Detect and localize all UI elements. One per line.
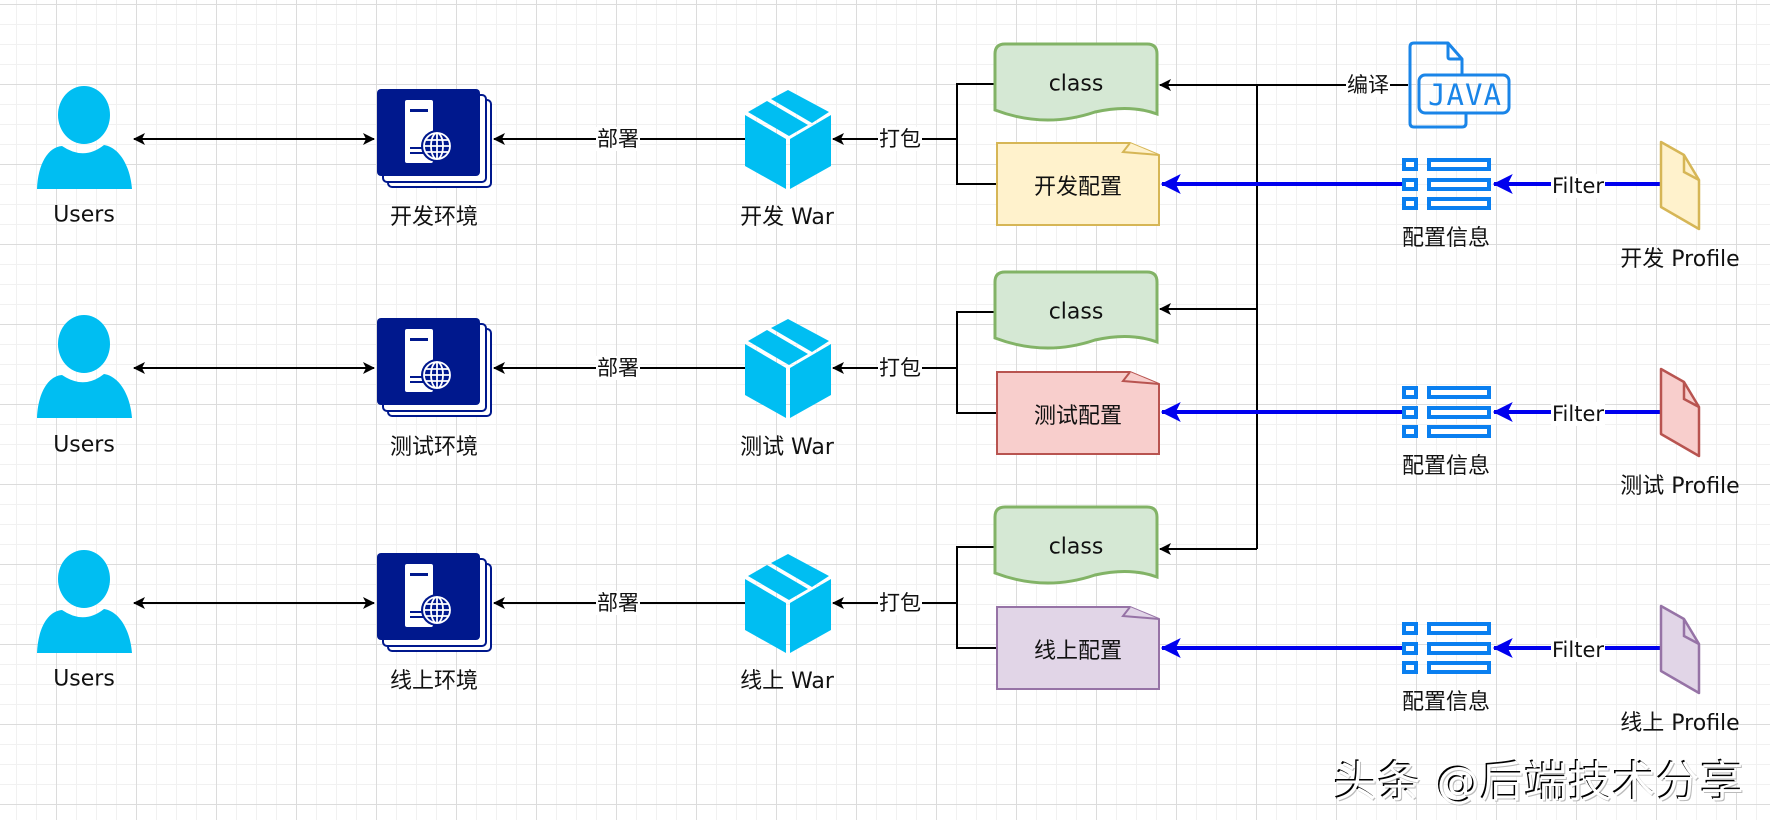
watermark: 头条 @后端技术分享 xyxy=(1334,758,1745,808)
document-icon xyxy=(1659,367,1701,458)
java-file-icon xyxy=(1408,41,1511,129)
java-icon-text: JAVA xyxy=(1428,78,1502,112)
package-bracket xyxy=(956,546,997,649)
config-label[interactable]: 线上配置 xyxy=(1033,639,1123,664)
web-server-stack-icon xyxy=(377,318,492,417)
deploy-label: 部署 xyxy=(596,356,640,380)
user-icon xyxy=(37,86,132,189)
note-fold xyxy=(1121,142,1160,156)
package-box-icon xyxy=(745,319,831,418)
class-label[interactable]: class xyxy=(1048,71,1104,97)
web-server-stack-icon xyxy=(377,89,492,188)
env-row xyxy=(37,505,1701,695)
list-icon xyxy=(1402,386,1491,438)
compile-connector xyxy=(1256,84,1408,549)
config-label[interactable]: 测试配置 xyxy=(1033,404,1123,429)
compile-label: 编译 xyxy=(1346,73,1390,97)
config-note-shape xyxy=(996,371,1160,455)
users-label: Users xyxy=(53,666,115,692)
web-server-stack-icon xyxy=(377,553,492,652)
users-label: Users xyxy=(53,432,115,458)
config-note-shape xyxy=(996,142,1160,226)
list-icon xyxy=(1402,622,1491,674)
package-label: 打包 xyxy=(878,356,922,380)
user-icon xyxy=(37,550,132,653)
package-label: 打包 xyxy=(878,127,922,151)
config-note-shape xyxy=(996,606,1160,690)
class-shape xyxy=(993,42,1159,122)
env-label: 开发环境 xyxy=(389,205,479,230)
war-label: 线上 War xyxy=(740,669,834,694)
filter-label: Filter xyxy=(1550,174,1606,198)
env-label: 线上环境 xyxy=(389,669,479,694)
profile-label: 测试 Profile xyxy=(1620,474,1740,499)
filter-label: Filter xyxy=(1550,638,1606,662)
document-icon xyxy=(1659,604,1701,695)
note-fold xyxy=(1121,606,1160,620)
package-bracket xyxy=(956,311,997,414)
config-info-label: 配置信息 xyxy=(1401,690,1491,715)
war-label: 开发 War xyxy=(740,205,834,230)
env-label: 测试环境 xyxy=(389,435,479,460)
profile-label: 线上 Profile xyxy=(1620,711,1740,736)
package-box-icon xyxy=(745,554,831,653)
config-info-label: 配置信息 xyxy=(1401,226,1491,251)
class-shape xyxy=(993,505,1159,585)
package-box-icon xyxy=(745,90,831,189)
user-icon xyxy=(37,315,132,418)
class-label[interactable]: class xyxy=(1048,299,1104,325)
document-fold xyxy=(1682,155,1700,182)
env-row xyxy=(37,270,1701,458)
profile-label: 开发 Profile xyxy=(1620,247,1740,272)
document-fold xyxy=(1682,382,1700,409)
class-label[interactable]: class xyxy=(1048,534,1104,560)
note-fold xyxy=(1121,371,1160,385)
config-info-label: 配置信息 xyxy=(1401,454,1491,479)
filter-label: Filter xyxy=(1550,402,1606,426)
package-bracket xyxy=(956,83,997,185)
deploy-label: 部署 xyxy=(596,127,640,151)
list-icon xyxy=(1402,158,1491,210)
class-shape xyxy=(993,270,1159,350)
package-label: 打包 xyxy=(878,591,922,615)
war-label: 测试 War xyxy=(740,435,834,460)
deploy-label: 部署 xyxy=(596,591,640,615)
users-label: Users xyxy=(53,202,115,228)
document-fold xyxy=(1682,619,1700,646)
env-row xyxy=(37,42,1701,231)
document-icon xyxy=(1659,140,1701,231)
config-label[interactable]: 开发配置 xyxy=(1033,175,1123,200)
